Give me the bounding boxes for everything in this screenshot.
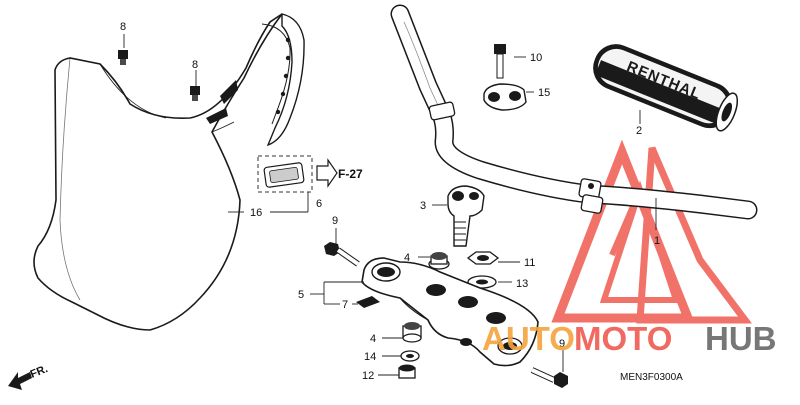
callout-7: 7	[342, 299, 348, 311]
bolt-8a	[118, 50, 128, 65]
callout-3: 3	[420, 200, 426, 212]
watermark-moto: MOTO	[574, 320, 672, 357]
callout-11: 11	[524, 257, 535, 269]
watermark-hub: HUB	[705, 320, 777, 357]
callout-1: 1	[654, 235, 660, 247]
rubber-bush-4b	[402, 322, 422, 343]
callout-12: 12	[362, 370, 374, 382]
washer-13	[467, 275, 497, 289]
bolt-9a	[324, 242, 360, 267]
callout-numbers: 8 8 16 6 9 3 4 11 13 5 7 10 15 2 1 4 14 …	[120, 21, 660, 382]
front-arrow	[8, 372, 32, 390]
callout-14: 14	[364, 351, 376, 363]
callout-10: 10	[530, 52, 542, 64]
bolt-9b	[530, 367, 568, 388]
handlebar-pad: RENTHAL	[593, 44, 739, 132]
nut-11	[466, 251, 500, 265]
plate-7	[356, 296, 380, 308]
callout-9a: 9	[332, 215, 338, 227]
callout-8b: 8	[192, 59, 198, 71]
callout-4b: 4	[370, 333, 376, 345]
decal-6	[257, 155, 313, 193]
washer-14	[400, 350, 420, 362]
top-bridge	[361, 257, 539, 367]
diagram-code: MEN3F0300A	[620, 372, 683, 383]
callout-13: 13	[516, 278, 528, 290]
callout-5: 5	[298, 289, 304, 301]
callout-16: 16	[250, 207, 262, 219]
callout-4a: 4	[404, 252, 410, 264]
rubber-bush-4a	[428, 252, 450, 270]
lower-holder-3	[447, 185, 485, 247]
number-plate	[33, 13, 305, 331]
nut-12	[398, 364, 416, 379]
bolt-8b	[190, 86, 200, 101]
watermark-logo	[551, 139, 752, 324]
callout-6: 6	[316, 198, 322, 210]
callout-8a: 8	[120, 21, 126, 33]
callout-9b: 9	[559, 338, 565, 350]
front-label: FR.	[29, 363, 50, 381]
callout-15: 15	[538, 87, 550, 99]
handlebar	[390, 4, 758, 220]
leader-lines	[123, 34, 657, 376]
reference-label: F-27	[338, 167, 363, 181]
reference-arrow	[316, 158, 338, 188]
watermark-auto: AUTO	[482, 320, 575, 357]
upper-holder-15	[483, 83, 527, 111]
watermark-text: AUTO MOTO HUB	[482, 320, 777, 357]
callout-2: 2	[636, 125, 642, 137]
bolt-10	[494, 44, 506, 79]
